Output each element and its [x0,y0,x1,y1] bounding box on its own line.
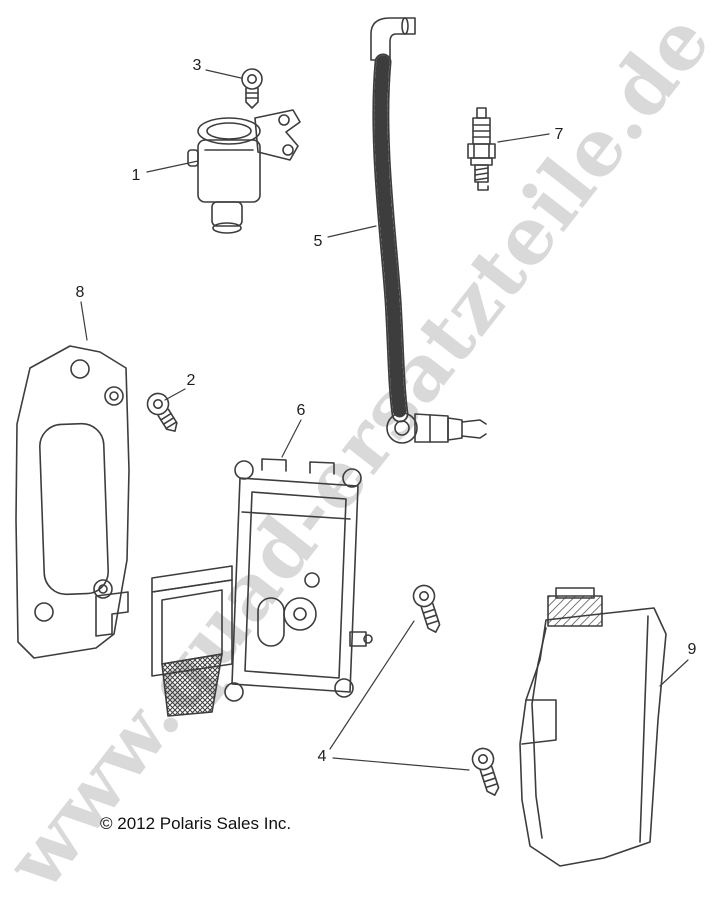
screws-4-drawing [412,584,500,796]
callout-leader-lines [80,69,689,771]
screw-3-drawing [241,68,263,109]
cover-drawing [519,587,667,867]
ignition-coil-drawing [187,109,301,234]
callout-2: 2 [186,372,196,389]
callout-6: 6 [296,402,306,419]
mounting-bracket-drawing [15,345,130,659]
copyright-text: © 2012 Polaris Sales Inc. [100,814,292,833]
spark-plug-drawing [467,107,496,191]
callout-9: 9 [687,641,697,658]
callout-5: 5 [313,233,323,250]
callout-3: 3 [192,57,202,74]
callout-7: 7 [554,126,564,143]
callout-4: 4 [317,748,327,765]
spark-plug-wire-drawing [370,17,487,444]
callout-8: 8 [75,284,85,301]
screw-2-drawing [146,392,178,432]
ecu-module-drawing [151,458,373,717]
callout-1: 1 [131,167,141,184]
